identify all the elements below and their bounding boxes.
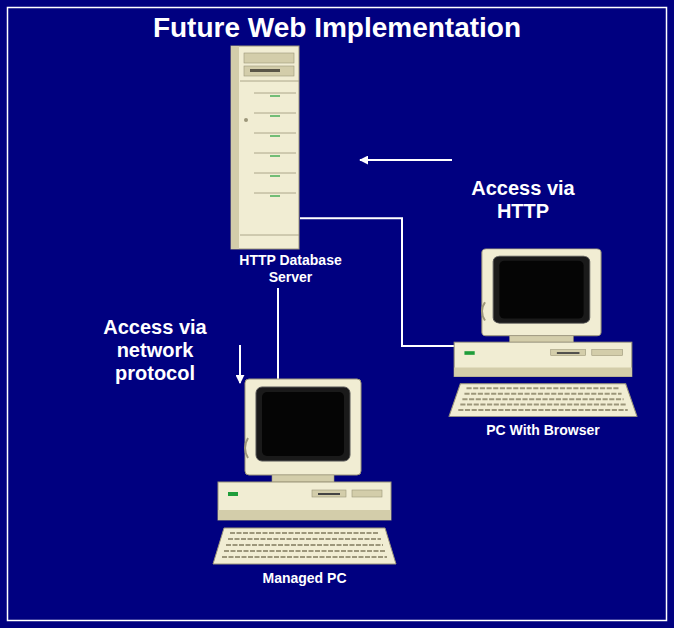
node-label: PC With Browser <box>448 422 638 439</box>
server-illustration <box>230 45 300 250</box>
pc-node: Managed PC <box>212 378 397 587</box>
network-cable <box>300 218 482 346</box>
node-label: Managed PC <box>212 570 397 587</box>
node-label: HTTP Database Server <box>228 252 353 286</box>
server-node: HTTP Database Server <box>228 45 353 286</box>
computer-illustration <box>212 378 397 568</box>
annotation-label: Access via network protocol <box>84 316 226 385</box>
protocol-arrow <box>239 345 241 383</box>
pc-node: PC With Browser <box>448 248 638 439</box>
diagram-title: Future Web Implementation <box>0 11 674 45</box>
network-cable <box>277 288 279 379</box>
computer-illustration <box>448 248 638 420</box>
annotation-label: Access via HTTP <box>468 177 578 223</box>
http-arrow <box>360 159 452 161</box>
panel-border <box>8 8 667 621</box>
